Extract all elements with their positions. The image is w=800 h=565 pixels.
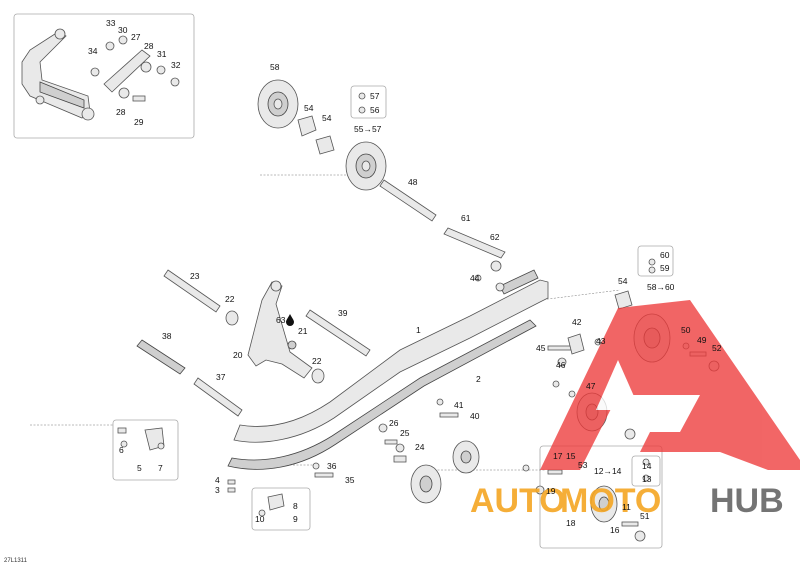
drawing-code: 27L1311: [4, 558, 28, 564]
callout-4: 4: [215, 475, 220, 485]
shafts: [136, 179, 506, 417]
callout-9: 9: [293, 514, 298, 524]
callout-63: 63: [276, 315, 286, 325]
callout-56: 56: [370, 105, 380, 115]
callout-3: 3: [215, 485, 220, 495]
callout-28b: 28: [116, 107, 126, 117]
callout-40: 40: [470, 411, 480, 421]
callout-48: 48: [408, 177, 418, 187]
callout-27: 27: [131, 32, 141, 42]
rear-arm-assembly: [225, 280, 325, 384]
slide-rail-1: [233, 269, 549, 443]
callout-labels: 33 30 27 34 28 31 32 28 29 58 54 54 57 5…: [4, 18, 722, 564]
callout-29: 29: [134, 117, 144, 127]
callout-54b: 54: [322, 113, 332, 123]
callout-36: 36: [327, 461, 337, 471]
callout-17: 17: [553, 451, 563, 461]
callout-45: 45: [536, 343, 546, 353]
idler-wheel-58-top: [257, 79, 299, 129]
callout-38: 38: [162, 331, 172, 341]
callout-18: 18: [566, 518, 576, 528]
callout-33: 33: [106, 18, 116, 28]
callout-59: 59: [660, 263, 670, 273]
svg-text:MOTO: MOTO: [560, 482, 661, 520]
callout-16: 16: [610, 525, 620, 535]
callout-24: 24: [415, 442, 425, 452]
watermark-text: AUTO MOTO HUB: [470, 482, 784, 520]
callout-13: 13: [642, 474, 652, 484]
svg-text:AUTO: AUTO: [470, 482, 566, 520]
callout-31: 31: [157, 49, 167, 59]
callout-19: 19: [546, 486, 556, 496]
callout-32: 32: [171, 60, 181, 70]
callout-37: 37: [216, 372, 226, 382]
callout-42: 42: [572, 317, 582, 327]
bearing-blocks-54: [297, 115, 633, 310]
slide-rail-2: [227, 319, 537, 470]
callout-44: 44: [470, 273, 480, 283]
svg-text:HUB: HUB: [710, 482, 784, 520]
callout-1: 1: [416, 325, 421, 335]
watermark-logo: [540, 300, 800, 470]
callout-26: 26: [389, 418, 399, 428]
callout-39: 39: [338, 308, 348, 318]
callout-22a: 22: [225, 294, 235, 304]
callout-50: 50: [681, 325, 691, 335]
callout-25: 25: [400, 428, 410, 438]
group-boxes: [13, 13, 674, 549]
callout-55-57: 55→57: [354, 124, 382, 134]
callout-21: 21: [298, 326, 308, 336]
callout-62: 62: [490, 232, 500, 242]
callout-54c: 54: [618, 276, 628, 286]
callout-57: 57: [370, 91, 380, 101]
callout-58: 58: [270, 62, 280, 72]
front-arm-assembly: [21, 28, 180, 121]
callout-28a: 28: [144, 41, 154, 51]
callout-34: 34: [88, 46, 98, 56]
callout-15: 15: [566, 451, 576, 461]
callout-11: 11: [622, 502, 631, 512]
callout-35: 35: [345, 475, 355, 485]
callout-22b: 22: [312, 356, 322, 366]
callout-2: 2: [476, 374, 481, 384]
callout-54a: 54: [304, 103, 314, 113]
callout-58-60: 58→60: [647, 282, 675, 292]
callout-61: 61: [461, 213, 471, 223]
callout-7: 7: [158, 463, 163, 473]
callout-51: 51: [640, 511, 650, 521]
callout-20: 20: [233, 350, 243, 360]
callout-10: 10: [255, 514, 265, 524]
callout-46: 46: [556, 360, 566, 370]
callout-6: 6: [119, 445, 124, 455]
callout-60: 60: [660, 250, 670, 260]
callout-49: 49: [697, 335, 707, 345]
callout-52: 52: [712, 343, 722, 353]
callout-41: 41: [454, 400, 464, 410]
callout-47: 47: [586, 381, 596, 391]
callout-14: 14: [642, 461, 652, 471]
callout-5: 5: [137, 463, 142, 473]
callout-53: 53: [578, 460, 588, 470]
callout-8: 8: [293, 501, 298, 511]
callout-43: 43: [596, 336, 606, 346]
callout-30: 30: [118, 25, 128, 35]
callout-23: 23: [190, 271, 200, 281]
idler-wheel-upper-right: [345, 141, 387, 191]
callout-12-14: 12→14: [594, 466, 622, 476]
